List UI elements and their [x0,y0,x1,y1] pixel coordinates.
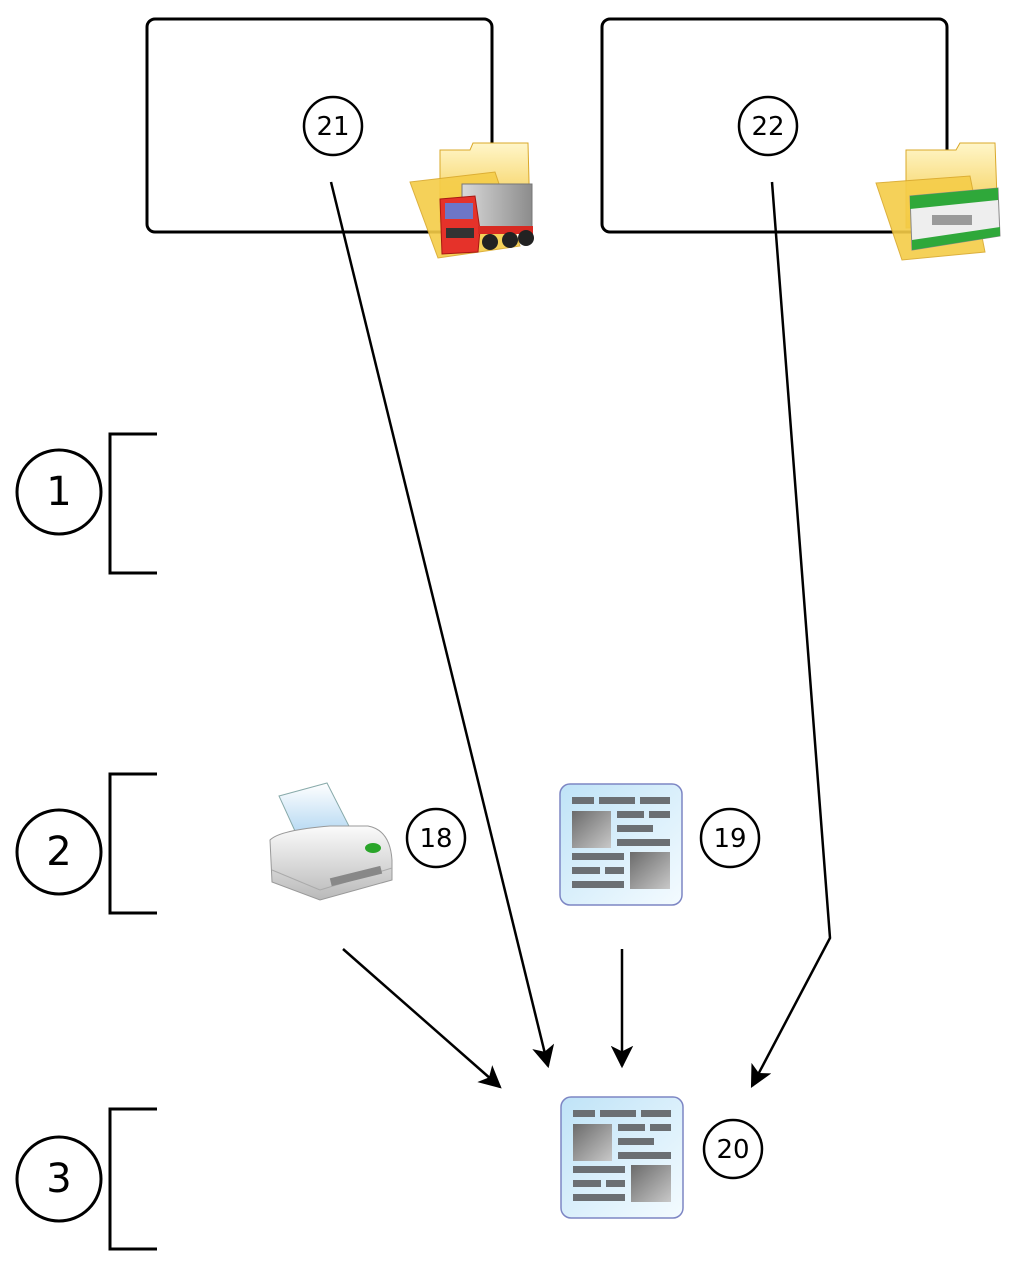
stage-3-bracket [108,1107,157,1251]
stage-2-marker: 2 [15,772,157,915]
badge-20-label: 20 [716,1135,749,1165]
node-18[interactable]: 18 [269,782,467,901]
badge-22-label: 22 [751,112,784,142]
stage-1-bracket [108,432,157,575]
stage-2-bracket [108,772,157,915]
badge-18-label: 18 [419,824,452,854]
edge-18-to-20 [342,948,502,1089]
container-22[interactable]: 22 [600,17,1001,261]
badge-19-label: 19 [713,824,746,854]
stage-1-circle [15,448,103,536]
stage-3-circle [15,1135,103,1223]
folder-truck-icon [409,142,534,259]
stage-3-label: 3 [46,1156,71,1202]
badge-18-circle [405,807,467,869]
badge-20-circle [702,1118,764,1180]
badge-19-circle [699,807,761,869]
badge-21-label: 21 [316,112,349,142]
stage-2-circle [15,808,103,896]
badge-22-circle [737,95,799,157]
stage-1-label: 1 [46,469,71,515]
document-layout-icon [559,783,683,906]
badge-21-circle [302,95,364,157]
document-layout-icon [560,1096,684,1219]
edge-21-to-20 [329,181,555,1069]
stage-3-marker: 3 [15,1107,157,1251]
stage-1-marker: 1 [15,432,157,575]
node-20[interactable]: 20 [560,1096,764,1219]
folder-package-icon [875,142,1001,261]
edge-22-to-20 [750,181,832,1088]
container-21[interactable]: 21 [145,17,534,259]
printer-icon [269,782,393,901]
node-19[interactable]: 19 [559,783,761,906]
stage-2-label: 2 [46,829,71,875]
